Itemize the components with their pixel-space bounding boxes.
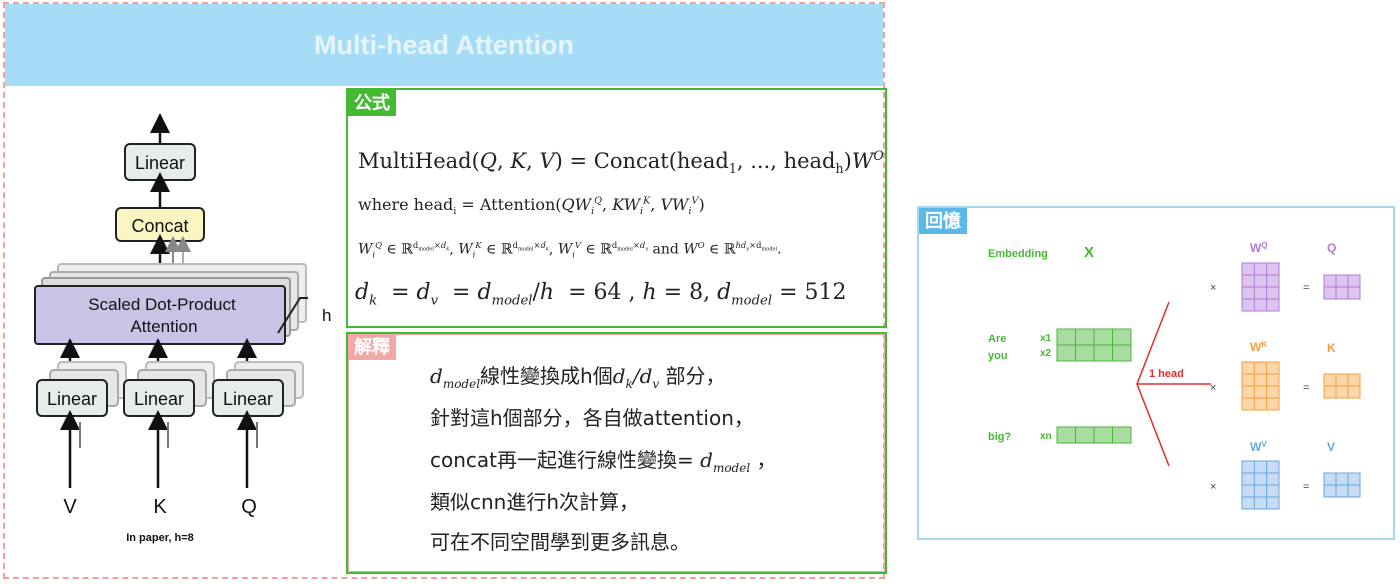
x-matrix-xn (1056, 426, 1132, 444)
input-k-label: K (153, 496, 167, 518)
recall-panel: 回憶 Embedding X Are you big? x1 x2 xn 1 h… (917, 206, 1395, 540)
k-output-label: K (1327, 341, 1336, 355)
word-big: big? (988, 431, 1012, 443)
architecture-diagram: Linear Concat Scaled Dot-Product Attenti… (34, 113, 331, 544)
linear-k-label: Linear (134, 389, 184, 409)
one-head-label: 1 head (1149, 368, 1184, 380)
row-label-x1: x1 (1040, 333, 1052, 344)
explanation-line-1: dmodel線性變換成h個dk/dv 部分， (430, 364, 726, 391)
equals-v: = (1303, 481, 1309, 493)
x-matrix-top (1056, 328, 1132, 362)
times-q: × (1210, 282, 1216, 294)
linear-q-label: Linear (223, 389, 273, 409)
k-matrix (1323, 373, 1361, 399)
attention-label-line2: Attention (130, 317, 197, 336)
row-label-x2: x2 (1040, 348, 1052, 359)
word-are: Are (988, 333, 1007, 345)
h-bracket (277, 297, 308, 334)
wk-label: WK (1250, 340, 1267, 354)
attention-label-line1: Scaled Dot-Product (88, 295, 236, 314)
weight-dimension-formula: WiQ ∈ ℝdmodel×dk, WiK ∈ ℝdmodel×dk, WiV … (358, 240, 782, 260)
equals-k: = (1303, 382, 1309, 394)
explanation-line-5: 可在不同空間學到更多訊息。 (430, 530, 690, 554)
input-v-label: V (63, 496, 77, 518)
multihead-formula: MultiHead(Q, K, V) = Concat(head1, ..., … (358, 148, 884, 177)
x-label: X (1084, 244, 1095, 261)
v-output-label: V (1327, 440, 1335, 454)
h-label: h (322, 306, 331, 325)
wv-label: WV (1250, 440, 1267, 454)
embedding-label: Embedding (988, 248, 1048, 260)
title-bar (5, 4, 883, 86)
explanation-inner-frame (348, 334, 885, 572)
page-title: Multi-head Attention (314, 30, 574, 60)
q-matrix (1323, 274, 1361, 300)
linear-v-label: Linear (47, 389, 97, 409)
dimension-values-formula: dk = dv = dmodel/h = 64 , h = 8, dmodel … (355, 280, 847, 309)
times-k: × (1210, 382, 1216, 394)
input-q-label: Q (241, 496, 257, 518)
head-definition-formula: where headi = Attention(QWiQ, KWiK, VWiV… (358, 195, 705, 218)
wv-matrix (1241, 460, 1280, 510)
concat-label: Concat (131, 216, 188, 236)
wq-matrix (1241, 262, 1280, 312)
explanation-tag: 解釋 (348, 334, 396, 360)
equals-q: = (1303, 282, 1309, 294)
recall-diagram: 1 head × × × = = = WQ WK WV Q K V (1056, 241, 1361, 510)
main-frame (3, 2, 885, 579)
word-you: you (988, 350, 1008, 362)
explanation-line-4: 類似cnn進行h次計算， (430, 490, 640, 514)
explanation-line-2: 針對這h個部分，各自做attention， (430, 406, 754, 430)
times-v: × (1210, 481, 1216, 493)
explanation-panel: 解釋 dmodel線性變換成h個dk/dv 部分， 針對這h個部分，各自做att… (346, 332, 887, 574)
v-matrix (1323, 472, 1361, 498)
formula-panel: 公式 MultiHead(Q, K, V) = Concat(head1, ..… (346, 88, 887, 328)
q-output-label: Q (1327, 241, 1336, 255)
paper-caption: In paper, h=8 (126, 532, 194, 544)
linear-top-label: Linear (135, 153, 185, 173)
wq-label: WQ (1250, 241, 1268, 255)
explanation-line-3: concat再一起進行線性變換= dmodel ， (430, 448, 777, 475)
wk-matrix (1241, 361, 1280, 411)
row-label-xn: xn (1040, 431, 1052, 442)
formula-tag: 公式 (348, 90, 396, 116)
recall-tag: 回憶 (919, 208, 967, 234)
